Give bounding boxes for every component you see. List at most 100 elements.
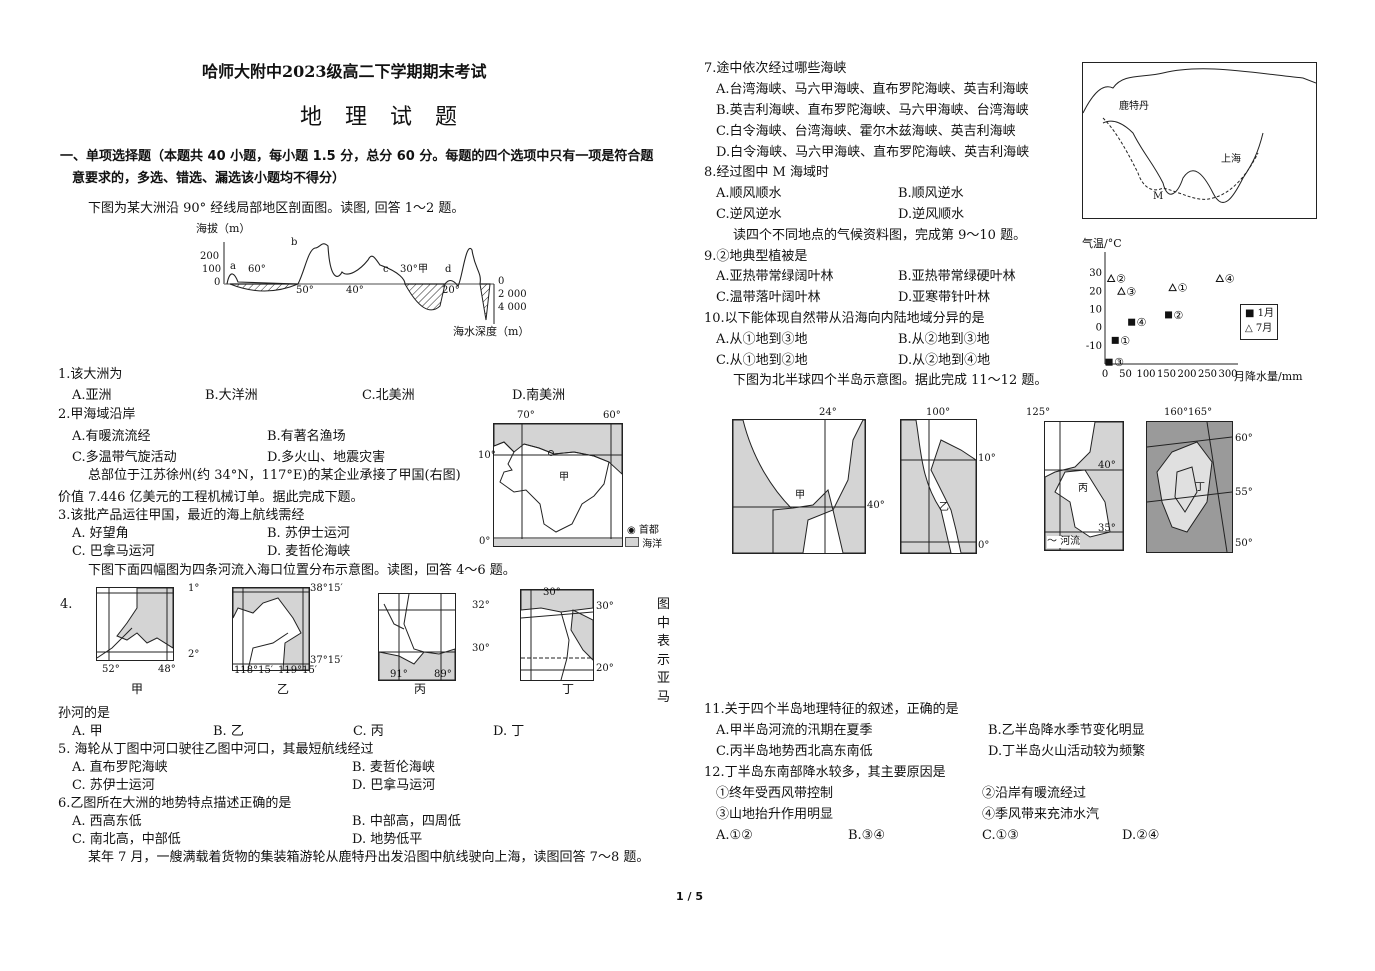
q11-option-b: B.乙半岛降水季节变化明显 <box>988 723 1145 738</box>
q10-option-a: A.从①地到③地 <box>716 332 808 347</box>
q7-option-b: B.英吉利海峡、直布罗陀海峡、马六甲海峡、台湾海峡 <box>716 103 1029 118</box>
lat-label: 60° <box>1235 433 1253 444</box>
lat-label: 30° <box>400 264 418 275</box>
q11-option-d: D.丁半岛火山活动较为频繁 <box>988 744 1146 759</box>
legend-label: 1月 <box>1257 308 1275 319</box>
jul-point <box>1215 273 1225 283</box>
lat-label: 10° <box>478 450 496 461</box>
lon-label: 89° <box>434 669 452 680</box>
q6-option-c: C. 南北高，中部低 <box>72 832 181 847</box>
peninsula-map-yi: 乙 <box>900 419 977 554</box>
peninsula-label: 甲 <box>795 490 805 501</box>
jan-point <box>1165 311 1173 319</box>
lon-label: 48° <box>158 664 176 675</box>
lat-label: 0° <box>978 540 990 551</box>
lat-label: 30° <box>472 643 490 654</box>
jul-point <box>1117 286 1126 295</box>
passage-text: 某年 7 月，一艘满载着货物的集装箱游轮从鹿特丹出发沿图中航线驶向上海，读图回答… <box>88 850 650 865</box>
map-caption: 丁 <box>562 682 575 696</box>
q7-option-a: A.台湾海峡、马六甲海峡、直布罗陀海峡、英吉利海峡 <box>716 82 1029 97</box>
legend-label: 7月 <box>1255 323 1273 334</box>
y-tick: 100 <box>202 264 222 275</box>
q3-option-c: C. 巴拿马运河 <box>72 544 155 559</box>
passage-text: 读四个不同地点的气候资料图，完成第 9～10 题。 <box>733 228 1027 243</box>
point-label: ④ <box>1137 316 1147 329</box>
q1-option-a: A.亚洲 <box>72 388 112 403</box>
q12-stem: 12.丁半岛东南部降水较多，其主要原因是 <box>704 765 946 780</box>
point-label: ② <box>1116 273 1126 286</box>
jan-point <box>1111 336 1119 344</box>
q3-option-d: D. 麦哲伦海峡 <box>267 544 351 559</box>
q12-option-b: B.③④ <box>848 828 885 843</box>
q2-option-c: C.多温带气旋活动 <box>72 450 177 465</box>
point-label: ② <box>1174 309 1184 322</box>
q4-option-d: D. 丁 <box>493 724 525 739</box>
capital-marker <box>548 450 554 456</box>
depth-tick: 2 000 <box>498 289 527 300</box>
q1-option-d: D.南美洲 <box>512 388 566 403</box>
country-map: 70° 60° 甲 10° 0° ◉ 首都 海洋 <box>465 408 680 553</box>
exam-subtitle: 地 理 试 题 <box>300 105 465 130</box>
q5-option-d: D. 巴拿马运河 <box>352 778 436 793</box>
lat-label: 1° <box>188 583 200 594</box>
q11-option-a: A.甲半岛河流的汛期在夏季 <box>716 723 873 738</box>
peninsula-maps: 24° 甲 40° 100° 乙 10° 0° 125° 丙 ～ 河流 40° … <box>730 403 1270 558</box>
q1-option-b: B.大洋洲 <box>205 388 258 403</box>
peninsula-map-bing: 丙 ～ 河流 <box>1044 421 1124 551</box>
lat-label: 35° <box>1098 523 1116 534</box>
legend-ocean-label: 海洋 <box>642 539 663 550</box>
q1-option-c: C.北美洲 <box>362 388 415 403</box>
section-heading-cont: 意要求的，多选、错选、漏选该小题均不得分） <box>72 171 346 186</box>
river-maps: 1° 2° 52° 48° 甲 38°15′ 37°15′ 118°15′ 11… <box>88 583 648 698</box>
y-tick-label: -10 <box>1086 341 1102 352</box>
river-map-bing <box>378 593 456 681</box>
q3-stem: 3.该批产品运往甲国，最近的海上航线需经 <box>58 508 305 523</box>
lon-label: 70° <box>517 410 535 421</box>
q9-option-c: C.温带落叶阔叶林 <box>716 290 821 305</box>
q7-stem: 7.途中依次经过哪些海峡 <box>704 61 847 76</box>
passage-line: 价值 7.446 亿美元的工程机械订单。据此完成下题。 <box>58 490 364 505</box>
y-tick-label: 0 <box>1096 323 1102 334</box>
lat-label: 30° <box>596 601 614 612</box>
lat-label: 32° <box>472 600 490 611</box>
river-legend: ～ 河流 <box>1047 536 1081 548</box>
map-caption: 丙 <box>414 682 427 696</box>
passage-text: 下图为北半球四个半岛示意图。据此完成 11～12 题。 <box>733 373 1048 388</box>
x-tick-label: 0 <box>1102 369 1108 380</box>
q7-option-c: C.白令海峡、台湾海峡、霍尔木兹海峡、英吉利海峡 <box>716 124 1016 139</box>
peninsula-map-ding: 丁 <box>1146 421 1233 553</box>
lat-label: 30° <box>543 587 561 598</box>
point-label: d <box>445 264 452 275</box>
q5-option-c: C. 苏伊士运河 <box>72 778 155 793</box>
q10-stem: 10.以下能体现自然带从沿海向内陆地域分异的是 <box>704 311 985 326</box>
lon-label: 24° <box>819 407 837 418</box>
q12-option-a: A.①② <box>716 828 753 843</box>
depth-tick: 0 <box>498 276 505 287</box>
shanghai-label: 上海 <box>1221 154 1241 165</box>
q9-option-d: D.亚寒带针叶林 <box>898 290 991 305</box>
river-map-jia <box>96 587 174 661</box>
q4-stem: 孙河的是 <box>58 706 111 721</box>
lon-label: 165° <box>1188 407 1213 418</box>
peninsula-label: 丁 <box>1195 482 1205 493</box>
lon-label: 119°15′ <box>278 665 318 676</box>
q8-option-b: B.顺风逆水 <box>898 186 964 201</box>
lat-label: 40° <box>1098 460 1116 471</box>
q8-stem: 8.经过图中 M 海域时 <box>704 165 829 180</box>
intro-text: 下图下面四幅图为四条河流入海口位置分布示意图。读图，回答 4～6 题。 <box>88 563 516 578</box>
q6-option-a: A. 西高东低 <box>72 814 142 829</box>
lat-label: 20° <box>596 663 614 674</box>
point-label: a <box>230 261 236 272</box>
point-label: ① <box>1120 334 1130 347</box>
y-tick-label: 10 <box>1089 304 1102 315</box>
chart-legend: ■ 1月 △ 7月 <box>1240 304 1278 340</box>
profile-chart: 海拔（m） 200 100 0 a b c 甲 d 60° 50° 40° 30… <box>190 220 540 345</box>
lat-label: 40° <box>867 500 885 511</box>
river-map-yi <box>232 587 310 671</box>
q4-option-c: C. 丙 <box>353 724 384 739</box>
lon-label: 125° <box>1026 407 1051 418</box>
q12-item-3: ③山地抬升作用明显 <box>716 807 834 822</box>
q6-option-d: D. 地势低平 <box>352 832 423 847</box>
